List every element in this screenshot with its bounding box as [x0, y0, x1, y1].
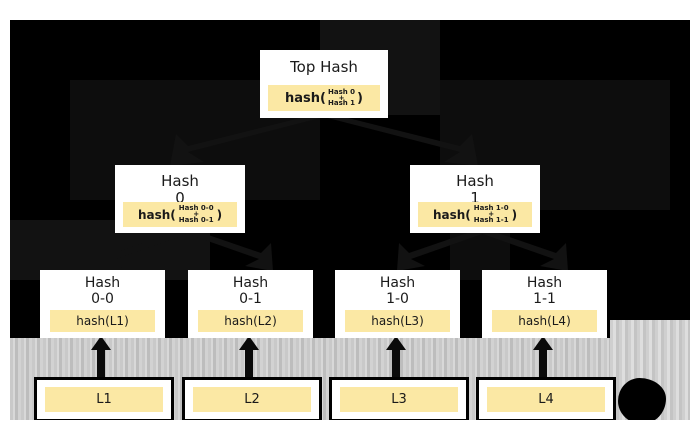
node-top-hash[interactable]: Top Hash hash( Hash 0 + Hash 1 ): [260, 50, 388, 118]
hash-arg-operator: +: [488, 210, 495, 219]
node-hash-0-1-expression: hash(L2): [198, 310, 303, 332]
arrow-hash11-to-hash1: [470, 233, 580, 273]
arrow-hash00-to-hash0: [90, 233, 200, 273]
hash-fn-label: hash(: [285, 90, 326, 106]
node-hash-1-0-expression: hash(L3): [345, 310, 450, 332]
node-hash-0-0[interactable]: Hash 0-0 hash(L1): [40, 270, 165, 338]
node-hash-1-0-title: Hash 1-0: [379, 275, 416, 307]
data-block-l4[interactable]: L4: [476, 377, 616, 420]
data-block-l2-label: L2: [193, 387, 311, 412]
hash-args: Hash 1-0 + Hash 1-1: [474, 205, 509, 224]
data-block-l1-label: L1: [45, 387, 163, 412]
hash-close-paren: ): [511, 207, 518, 222]
arrow-l2-to-hash01: [236, 336, 262, 380]
data-block-l1[interactable]: L1: [34, 377, 174, 420]
arrow-l3-to-hash10: [383, 336, 409, 380]
data-block-l3-label: L3: [340, 387, 458, 412]
hash-close-paren: ): [216, 207, 223, 222]
node-hash-1[interactable]: Hash 1 hash( Hash 1-0 + Hash 1-1 ): [410, 165, 540, 233]
node-hash-0-0-expression: hash(L1): [50, 310, 155, 332]
arrow-hash1-to-top: [278, 118, 518, 168]
hash-arg-2: Hash 1: [327, 99, 356, 108]
node-top-hash-title: Top Hash: [290, 58, 358, 76]
node-hash-0-0-title: Hash 0-0: [84, 275, 121, 307]
hash-args: Hash 0-0 + Hash 0-1: [179, 205, 214, 224]
texture-band-right: [610, 320, 690, 420]
ink-blob: [618, 378, 666, 420]
node-hash-0[interactable]: Hash 0 hash( Hash 0-0 + Hash 0-1 ): [115, 165, 245, 233]
hash-fn-label: hash(: [432, 207, 471, 222]
node-hash-0-1[interactable]: Hash 0-1 hash(L2): [188, 270, 313, 338]
node-hash-1-expression: hash( Hash 1-0 + Hash 1-1 ): [418, 202, 532, 227]
hash-arg-2: Hash 0-1: [178, 215, 214, 224]
arrow-hash01-to-hash0: [175, 233, 285, 273]
node-hash-1-1-expression: hash(L4): [492, 310, 597, 332]
node-hash-1-0[interactable]: Hash 1-0 hash(L3): [335, 270, 460, 338]
hash-args: Hash 0 + Hash 1: [327, 88, 356, 108]
node-hash-1-1[interactable]: Hash 1-1 hash(L4): [482, 270, 607, 338]
hash-arg-1: Hash 0-0: [178, 204, 214, 213]
arrow-hash0-to-top: [130, 118, 370, 168]
arrow-hash10-to-hash1: [385, 233, 495, 273]
diagram-canvas: Top Hash hash( Hash 0 + Hash 1 ) Hash 0 …: [10, 20, 690, 420]
arrow-l1-to-hash00: [88, 336, 114, 380]
node-hash-0-1-title: Hash 0-1: [232, 275, 269, 307]
hash-arg-2: Hash 1-1: [473, 215, 509, 224]
hash-arg-operator: +: [193, 210, 200, 219]
data-block-l2[interactable]: L2: [182, 377, 322, 420]
hash-fn-label: hash(: [137, 207, 176, 222]
node-hash-0-expression: hash( Hash 0-0 + Hash 0-1 ): [123, 202, 237, 227]
hash-close-paren: ): [357, 90, 363, 106]
arrow-l4-to-hash11: [530, 336, 556, 380]
data-block-l4-label: L4: [487, 387, 605, 412]
node-top-hash-expression: hash( Hash 0 + Hash 1 ): [268, 85, 380, 111]
node-hash-1-1-title: Hash 1-1: [526, 275, 563, 307]
data-block-l3[interactable]: L3: [329, 377, 469, 420]
